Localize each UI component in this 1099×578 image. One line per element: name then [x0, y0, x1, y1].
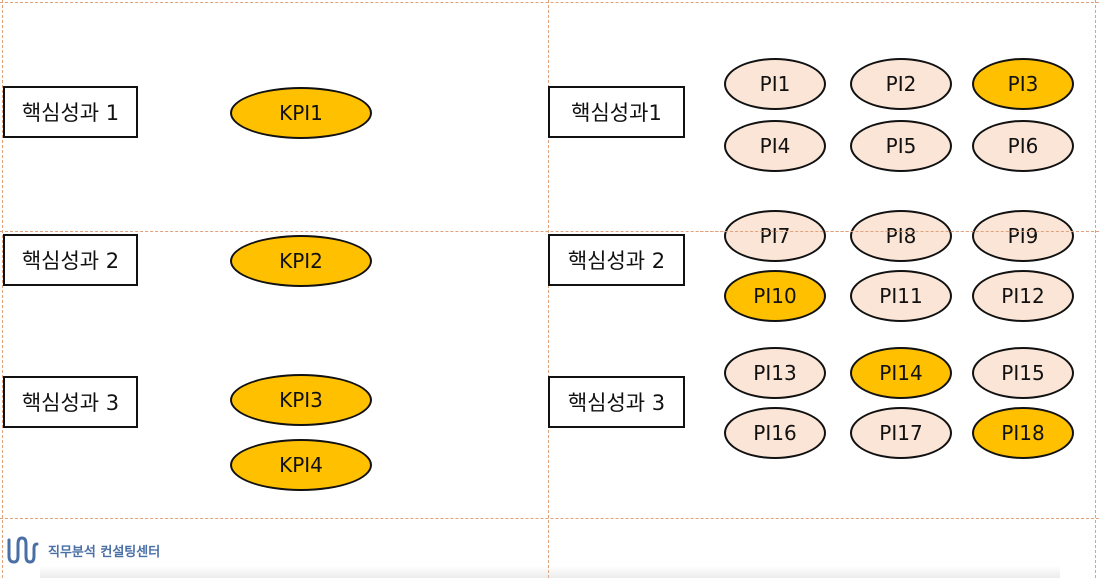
- right-label-2: 핵심성과 2: [548, 234, 685, 286]
- wave-logo-icon: [7, 536, 39, 564]
- logo-text: 직무분석 컨설팅센터: [48, 544, 161, 560]
- pi-node: PI6: [972, 120, 1074, 172]
- right-label-3: 핵심성과 3: [548, 376, 685, 428]
- pi-node: PI17: [850, 407, 952, 459]
- guide-line: [700, 231, 1099, 232]
- guide-line: [0, 2, 1099, 3]
- guide-line: [1095, 0, 1096, 578]
- pi-node: PI10: [724, 270, 826, 322]
- pi-node: PI1: [724, 58, 826, 110]
- pi-node: PI7: [724, 210, 826, 262]
- right-label-1: 핵심성과1: [548, 86, 685, 138]
- kpi-node: KPI3: [230, 374, 372, 426]
- pi-node: PI13: [724, 347, 826, 399]
- pi-node: PI8: [850, 210, 952, 262]
- kpi-node: KPI2: [230, 235, 372, 287]
- pi-node: PI9: [972, 210, 1074, 262]
- pi-node: PI3: [972, 58, 1074, 110]
- guide-line: [0, 231, 1099, 232]
- pi-node: PI15: [972, 347, 1074, 399]
- pi-node: PI12: [972, 270, 1074, 322]
- kpi-node: KPI4: [230, 439, 372, 491]
- pi-node: PI4: [724, 120, 826, 172]
- pi-node: PI14: [850, 347, 952, 399]
- left-label-2: 핵심성과 2: [3, 234, 138, 286]
- company-logo: 직무분석 컨설팅센터: [6, 534, 160, 566]
- guide-line: [2, 0, 3, 578]
- pi-node: PI11: [850, 270, 952, 322]
- pi-node: PI5: [850, 120, 952, 172]
- pi-node: PI16: [724, 407, 826, 459]
- footer-shadow: [40, 566, 1060, 578]
- left-label-1: 핵심성과 1: [3, 86, 138, 138]
- guide-line: [548, 0, 549, 578]
- kpi-node: KPI1: [230, 87, 372, 139]
- pi-node: PI2: [850, 58, 952, 110]
- pi-node: PI18: [972, 407, 1074, 459]
- guide-line: [0, 518, 1099, 519]
- left-label-3: 핵심성과 3: [3, 376, 138, 428]
